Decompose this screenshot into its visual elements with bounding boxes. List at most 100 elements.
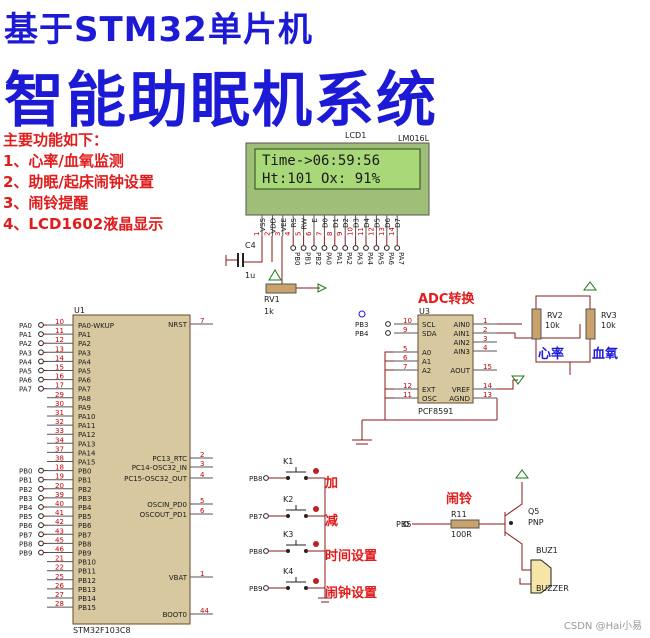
key-indicator <box>313 468 319 474</box>
mcu-pin-num: 43 <box>55 527 64 535</box>
adc-part: PCF8591 <box>418 407 453 416</box>
mcu-pin-name: PA2 <box>78 340 91 348</box>
net-terminal <box>38 513 44 519</box>
adc-net-label: PB3 <box>355 321 368 329</box>
adc-net-label: PB4 <box>355 330 369 338</box>
adc-pin-name: SDA <box>422 330 437 338</box>
lcd-module[interactable]: LCD1 LM016L Time->06:59:56 Ht:101 Ox: 91… <box>245 131 430 266</box>
adc-pin-num: 15 <box>483 363 492 371</box>
net-terminal <box>394 245 401 251</box>
key-net-label: PB8 <box>249 548 262 556</box>
mcu-pin-name: PB11 <box>78 568 96 576</box>
lcd-model: LM016L <box>398 134 430 143</box>
adc-pin-name: AIN1 <box>453 330 470 338</box>
adc-pin-num: 1 <box>483 317 487 325</box>
mcu-pin-name: PA11 <box>78 422 95 430</box>
mcu-pin-name: PA9 <box>78 404 91 412</box>
mcu-pin-name: PC15-OSC32_OUT <box>124 475 188 483</box>
net-terminal <box>342 245 349 251</box>
key-ref: K1 <box>283 457 293 466</box>
capacitor-c4[interactable]: C4 1u <box>237 241 256 280</box>
mcu-pin-num: 15 <box>55 364 64 372</box>
rv3-ref: RV3 <box>601 311 617 320</box>
mcu-net-label: PB6 <box>19 522 33 530</box>
mcu-pin-name: PB15 <box>78 604 96 612</box>
mcu-pin-num: 12 <box>55 336 64 344</box>
mcu-pin-name: PB1 <box>78 477 91 485</box>
key-net-label: PB9 <box>249 585 262 593</box>
potentiometer-rv3[interactable]: RV3 10k 血氧 <box>585 308 618 362</box>
wire <box>504 482 523 517</box>
lcd-pin-name: D1 <box>332 218 340 228</box>
power-arrow-icon <box>583 281 597 291</box>
key-label: 减 <box>325 513 338 529</box>
mcu-pin-name: PB8 <box>78 540 91 548</box>
lcd-pin-num: 9 <box>336 232 344 236</box>
adc-pin-num: 13 <box>483 391 492 399</box>
mcu-pin-name: PA14 <box>78 449 96 457</box>
key-indicator <box>313 578 319 584</box>
mcu-pin-name: OSCIN_PD0 <box>147 501 187 509</box>
mcu-pin-num: 27 <box>55 591 64 599</box>
lcd-net-label: PB2 <box>314 252 322 265</box>
mcu-pin-num: 3 <box>200 460 204 468</box>
mcu-pin-num: 2 <box>200 451 204 459</box>
mcu-pin-name: PA12 <box>78 431 95 439</box>
adc-pin-name: AIN2 <box>453 339 470 347</box>
mcu-pin-name: PC14-OSC32_IN <box>132 464 187 472</box>
adc-pin-num: 9 <box>403 326 407 334</box>
mcu-pin-num: 44 <box>200 607 209 615</box>
mcu-net-label: PB1 <box>19 477 32 485</box>
rv2-label: 心率 <box>538 346 564 362</box>
net-terminal <box>300 245 307 251</box>
lcd-net-label: PA7 <box>397 252 405 265</box>
feature-heading: 主要功能如下： <box>3 131 109 149</box>
power-arrow-icon <box>268 269 282 281</box>
adc-pin-num: 12 <box>403 382 412 390</box>
net-terminal <box>38 340 44 347</box>
feature-item: 2、助眠/起床闹钟设置 <box>3 173 154 191</box>
lcd-pin-num: 12 <box>367 227 375 236</box>
net-terminal <box>263 548 269 554</box>
key-indicator <box>313 506 319 512</box>
mcu-net-label: PB0 <box>19 468 32 476</box>
wire <box>384 351 497 421</box>
mcu-pin-num: 46 <box>55 546 64 554</box>
q5-base <box>509 521 513 525</box>
mcu-pin-num: 33 <box>55 427 64 435</box>
adc-pin-num: 4 <box>483 344 488 352</box>
alarm-circuit[interactable]: 闹铃 PB5 R11 100R Q5 PNP BUZ1 BUZZER <box>396 491 569 594</box>
lcd-net-label: PB0 <box>293 252 301 265</box>
wire-layer <box>225 236 597 603</box>
net-terminal <box>38 367 44 374</box>
mcu-pin-num: 34 <box>55 436 64 444</box>
net-terminal <box>290 245 297 251</box>
lcd-pin-num: 8 <box>326 232 334 236</box>
mcu-pin-name: PA0-WKUP <box>78 322 114 330</box>
potentiometer-rv1[interactable]: RV1 1k <box>264 283 297 316</box>
lcd-pin-name: RS <box>290 217 298 227</box>
mcu-pin-num: 20 <box>55 482 64 490</box>
probe-icon <box>358 310 366 318</box>
net-terminal <box>38 522 44 529</box>
mcu-pin-name: PB2 <box>78 486 91 494</box>
potentiometer-rv2[interactable]: RV2 10k 心率 <box>531 308 564 362</box>
lcd-pin-name: D0 <box>321 218 329 228</box>
adc-pin-num: 14 <box>483 382 492 390</box>
mcu-pin-name: PA5 <box>78 368 91 376</box>
mcu-part: STM32F103C8 <box>73 626 131 635</box>
mcu-net-label: PA3 <box>19 349 32 357</box>
mcu-pin-name: PB6 <box>78 522 92 530</box>
lcd-pin-name: D7 <box>394 218 402 228</box>
adc-pin-num: 10 <box>403 317 412 325</box>
lcd-pin-name: E <box>311 218 319 222</box>
net-terminal <box>38 549 44 556</box>
wire <box>519 578 531 585</box>
mcu-pin-name: PB4 <box>78 504 92 512</box>
